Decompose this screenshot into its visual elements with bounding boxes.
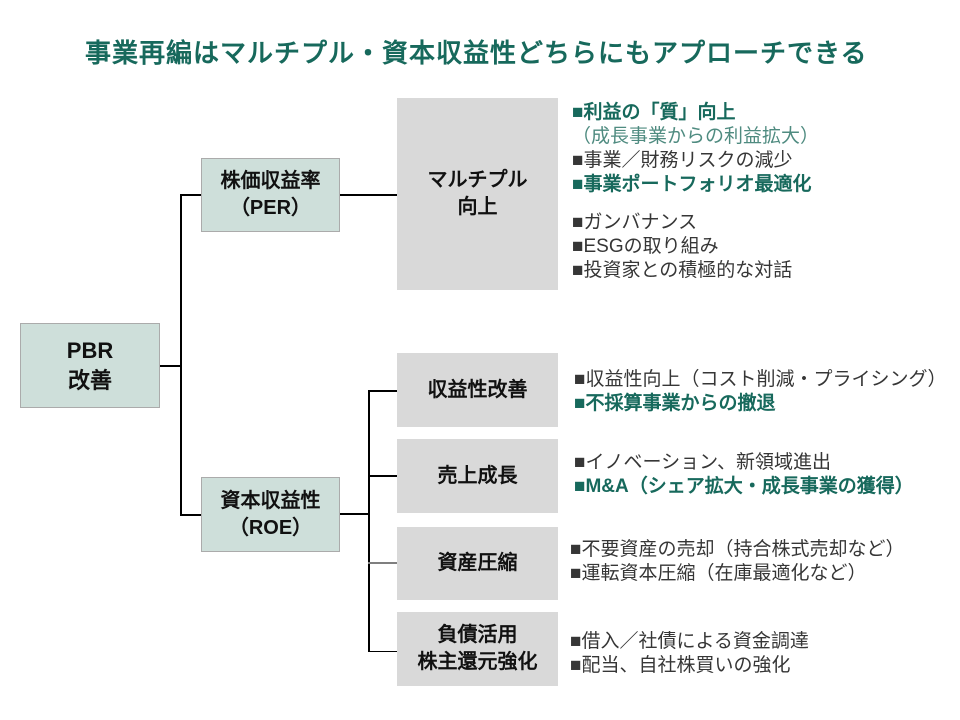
connector-per-exit [340,194,397,196]
bullet-line: ■M&A（シェア拡大・成長事業の獲得） [574,476,914,497]
connector-branch-profit [368,390,397,392]
bullet-line: ■ESGの取り組み [572,236,719,257]
profitability-box-label: 収益性改善 [427,378,528,401]
sales-box-label: 売上成長 [437,464,518,487]
per-box-line1: 株価収益率 [220,170,321,192]
pbr-box-line1: PBR [66,337,114,363]
connector-trunk-right [368,390,370,652]
bullet-line: ■不採算事業からの撤退 [574,393,776,414]
sales-bullet-list: ■イノベーション、新領域進出 ■M&A（シェア拡大・成長事業の獲得） [574,451,914,499]
multiple-box: マルチプル 向上 [397,98,558,290]
bullet-line: ■配当、自社株買いの強化 [570,655,791,676]
connector-branch-assets [368,562,397,564]
pbr-box: PBR 改善 [20,323,160,408]
assets-box: 資産圧縮 [397,527,558,600]
bullet-line: ■収益性向上（コスト削減・プライシング） [574,369,947,390]
multiple-bullet-list-top: ■利益の「質」向上 （成長事業からの利益拡大） ■事業／財務リスクの減少 ■事業… [572,101,819,197]
per-box-line2: （PER） [229,197,312,219]
sales-box: 売上成長 [397,439,558,513]
assets-bullet-list: ■不要資産の売却（持合株式売却など） ■運転資本圧縮（在庫最適化など） [570,538,904,586]
bullet-line: ■ガンバナンス [572,212,698,233]
multiple-box-line1: マルチプル [427,169,528,191]
roe-box-line1: 資本収益性 [220,489,321,512]
slide-title: 事業再編はマルチプル・資本収益性どちらにもアプローチできる [85,38,868,68]
roe-box-line2: （ROE） [228,516,313,539]
bullet-line: ■事業／財務リスクの減少 [572,150,793,171]
bullet-line: ■不要資産の売却（持合株式売却など） [570,539,905,560]
assets-box-label: 資産圧縮 [437,552,518,574]
bullet-line: ■利益の「質」向上 [572,102,736,123]
connector-trunk-left [180,194,182,515]
bullet-line: ■運転資本圧縮（在庫最適化など） [570,563,867,584]
connector-roe-branch [180,513,201,516]
bullet-line: （成長事業からの利益拡大） [572,126,820,147]
multiple-box-line2: 向上 [457,196,498,218]
connector-per-branch [180,194,201,196]
bullet-line: ■借入／社債による資金調達 [570,631,809,652]
roe-box: 資本収益性 （ROE） [201,477,340,552]
bullet-line: ■イノベーション、新領域進出 [574,452,831,473]
bullet-line: ■事業ポートフォリオ最適化 [572,174,812,195]
connector-pbr-exit [160,365,180,367]
debt-box-line1: 負債活用 [437,624,518,646]
profitability-box: 収益性改善 [397,353,558,427]
debt-box: 負債活用 株主還元強化 [397,612,558,686]
connector-branch-sales [368,475,397,477]
connector-roe-exit [340,513,368,515]
debt-box-line2: 株主還元強化 [417,651,538,673]
bullet-line: ■投資家との積極的な対話 [572,260,793,281]
per-box: 株価収益率 （PER） [201,158,340,232]
pbr-box-line2: 改善 [67,367,112,393]
multiple-bullet-list-bottom: ■ガンバナンス ■ESGの取り組み ■投資家との積極的な対話 [572,211,792,283]
debt-bullet-list: ■借入／社債による資金調達 ■配当、自社株買いの強化 [570,630,809,678]
connector-branch-debt [368,650,397,652]
profitability-bullet-list: ■収益性向上（コスト削減・プライシング） ■不採算事業からの撤退 [574,368,946,416]
